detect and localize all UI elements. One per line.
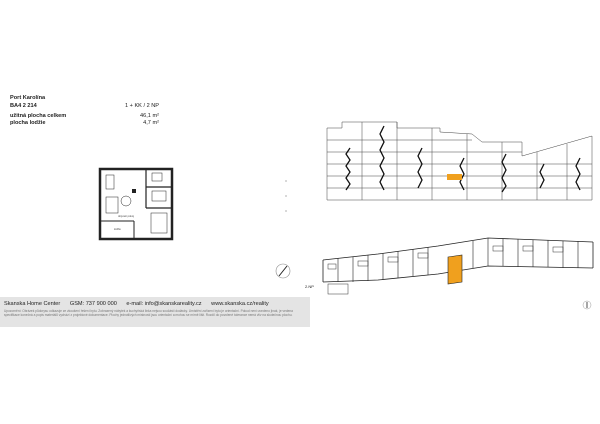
- area-value-loggia: 4,7 m²: [143, 120, 159, 126]
- scale-ticks: [285, 180, 287, 212]
- website-link[interactable]: www.skanska.cz/reality: [211, 301, 269, 307]
- sales-center-name: Skanska Home Center: [4, 301, 61, 307]
- svg-text:lodžie: lodžie: [114, 227, 121, 231]
- apartment-floor-plan: obývací pokoj lodžie: [98, 167, 174, 241]
- svg-text:obývací pokoj: obývací pokoj: [118, 214, 134, 218]
- unit-highlight-plan: [447, 254, 463, 285]
- email-link[interactable]: e-mail: info@skanskareality.cz: [126, 301, 202, 307]
- floor-label: 2.NP: [305, 284, 314, 289]
- area-value-total: 46,1 m²: [140, 113, 159, 119]
- phone-number[interactable]: GSM: 737 900 000: [69, 301, 117, 307]
- footer: Skanska Home Center GSM: 737 900 000 e-m…: [0, 297, 310, 327]
- compass-icon: [275, 263, 291, 279]
- area-label-total: užitná plocha celkem: [10, 113, 67, 119]
- area-label-loggia: plocha lodžie: [10, 120, 46, 126]
- project-name: Port Karolína: [10, 95, 46, 101]
- north-arrow-icon: [582, 300, 592, 310]
- unit-highlight-elevation: [447, 174, 462, 180]
- unit-layout: 1 + KK / 2 NP: [124, 103, 159, 109]
- disclaimer: Upozornění: Obrázek půdorysu odkazuje ze…: [4, 309, 293, 317]
- unit-code: BA4 2 214: [10, 103, 37, 109]
- building-elevation: [326, 121, 593, 201]
- floor-site-plan: [322, 237, 594, 295]
